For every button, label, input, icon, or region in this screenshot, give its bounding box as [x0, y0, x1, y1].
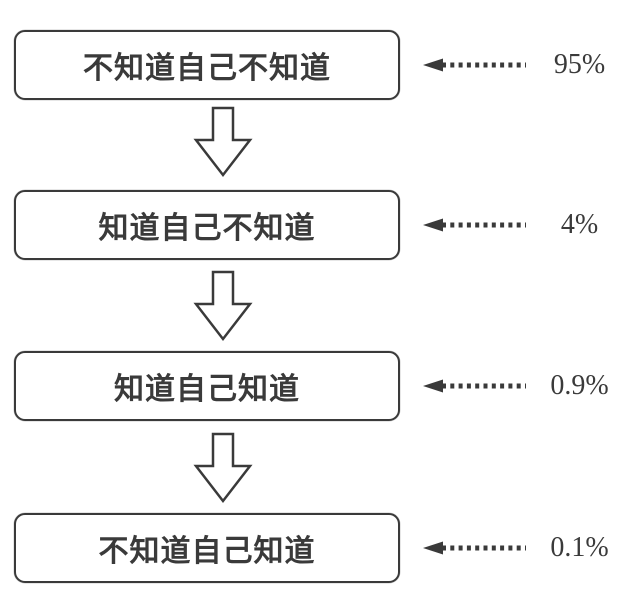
annotation-3: 0.9% [422, 351, 617, 421]
dotted-left-arrow-icon [423, 58, 526, 72]
annotation-1: 95% [422, 30, 617, 100]
percent-label: 95% [553, 49, 606, 80]
knowledge-box-1: 不知道自己不知道 [14, 30, 400, 100]
knowledge-box-2: 知道自己不知道 [14, 190, 400, 260]
dotted-left-arrow-icon [423, 218, 526, 232]
knowledge-box-4: 不知道自己知道 [14, 513, 400, 583]
down-arrow-icon [193, 432, 253, 504]
annotation-2: 4% [422, 190, 617, 260]
percent-label: 4% [560, 209, 599, 240]
annotation-4: 0.1% [422, 513, 617, 583]
percent-label: 0.9% [550, 370, 609, 401]
down-arrow-icon [193, 106, 253, 178]
box-label: 不知道自己知道 [98, 535, 316, 568]
box-label: 知道自己不知道 [98, 212, 316, 245]
dotted-left-arrow-icon [423, 379, 526, 393]
box-label: 不知道自己不知道 [83, 52, 331, 85]
down-arrow-icon [193, 270, 253, 342]
knowledge-box-3: 知道自己知道 [14, 351, 400, 421]
box-label: 知道自己知道 [114, 373, 300, 406]
dotted-left-arrow-icon [423, 541, 526, 555]
percent-label: 0.1% [550, 532, 609, 563]
